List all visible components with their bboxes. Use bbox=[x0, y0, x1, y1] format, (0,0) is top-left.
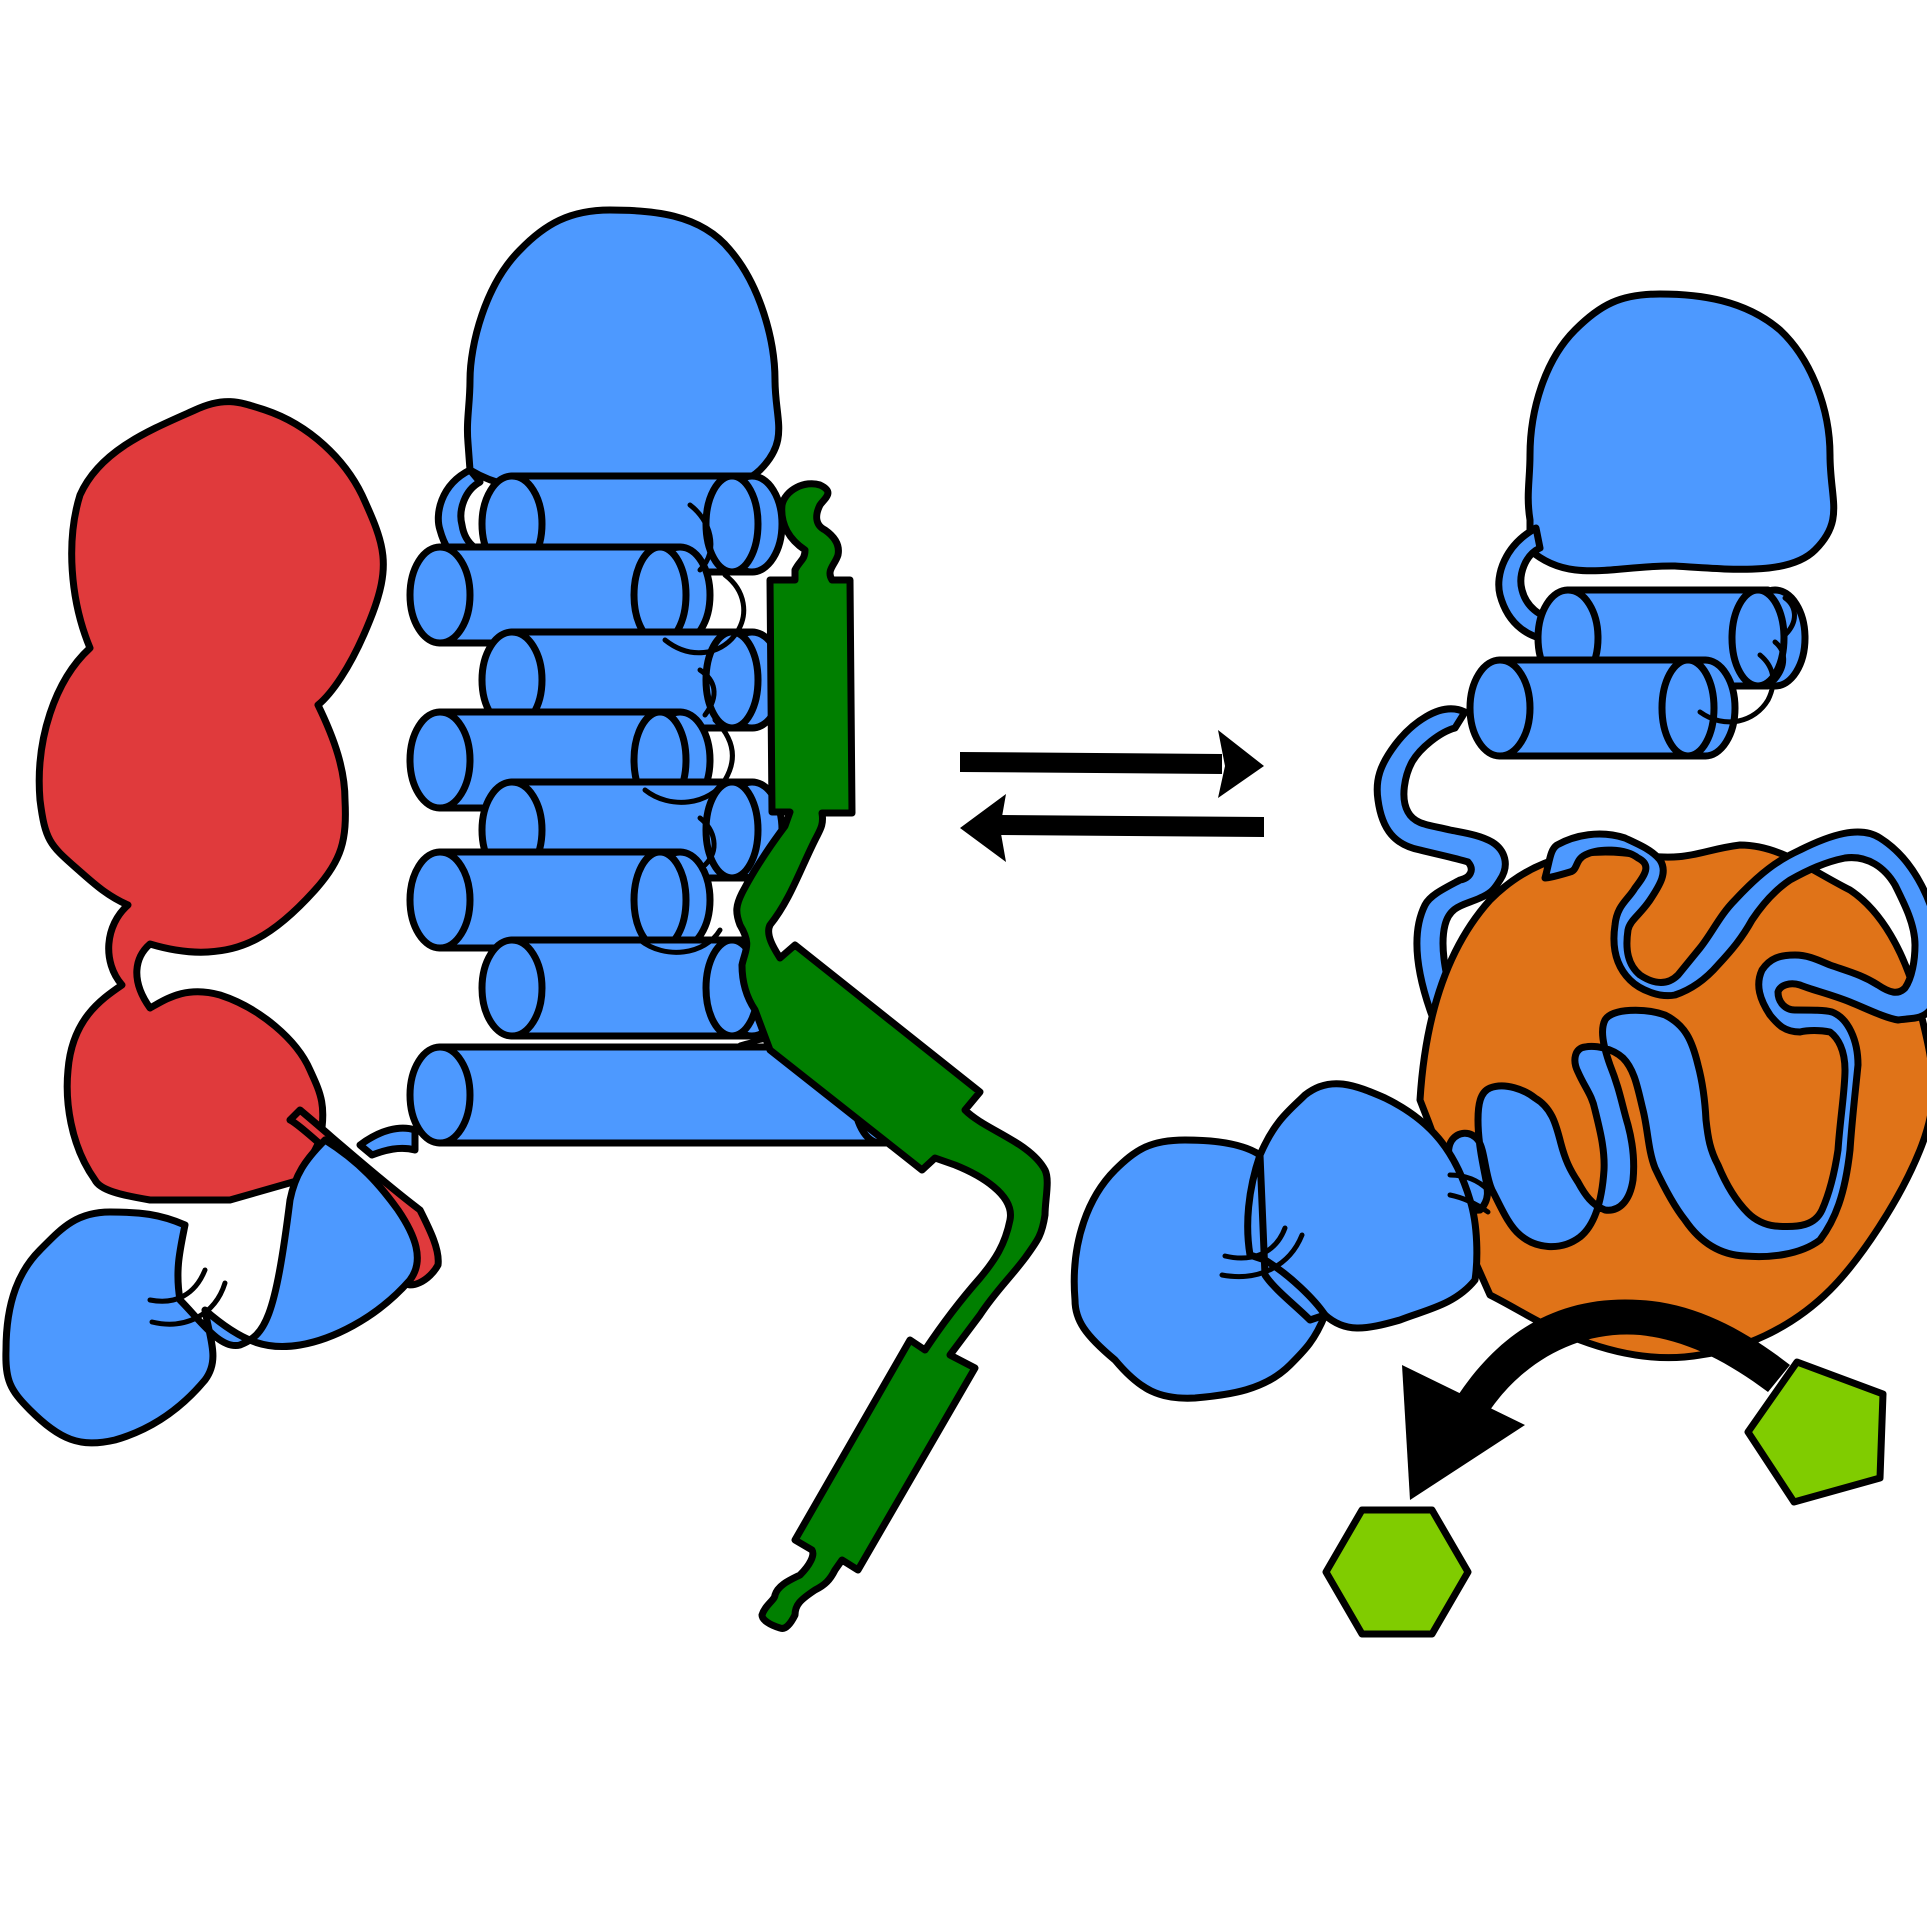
blue-lower-right-domain bbox=[1070, 1080, 1491, 1402]
equilibrium-arrows-icon bbox=[960, 730, 1264, 862]
blue-lower-left-domain bbox=[2, 1136, 421, 1447]
orange-catalytic-domain bbox=[1401, 828, 1927, 1362]
green-inhibitory-segment bbox=[733, 480, 1051, 1632]
pentagon-icon bbox=[1744, 1358, 1887, 1506]
inactive-complex bbox=[2, 206, 1051, 1632]
curved-reaction-arrow-icon bbox=[1402, 1299, 1790, 1500]
blue-top-cap-domain bbox=[1466, 290, 1838, 760]
active-complex bbox=[1070, 290, 1927, 1638]
hexagon-icon bbox=[1322, 1506, 1472, 1638]
